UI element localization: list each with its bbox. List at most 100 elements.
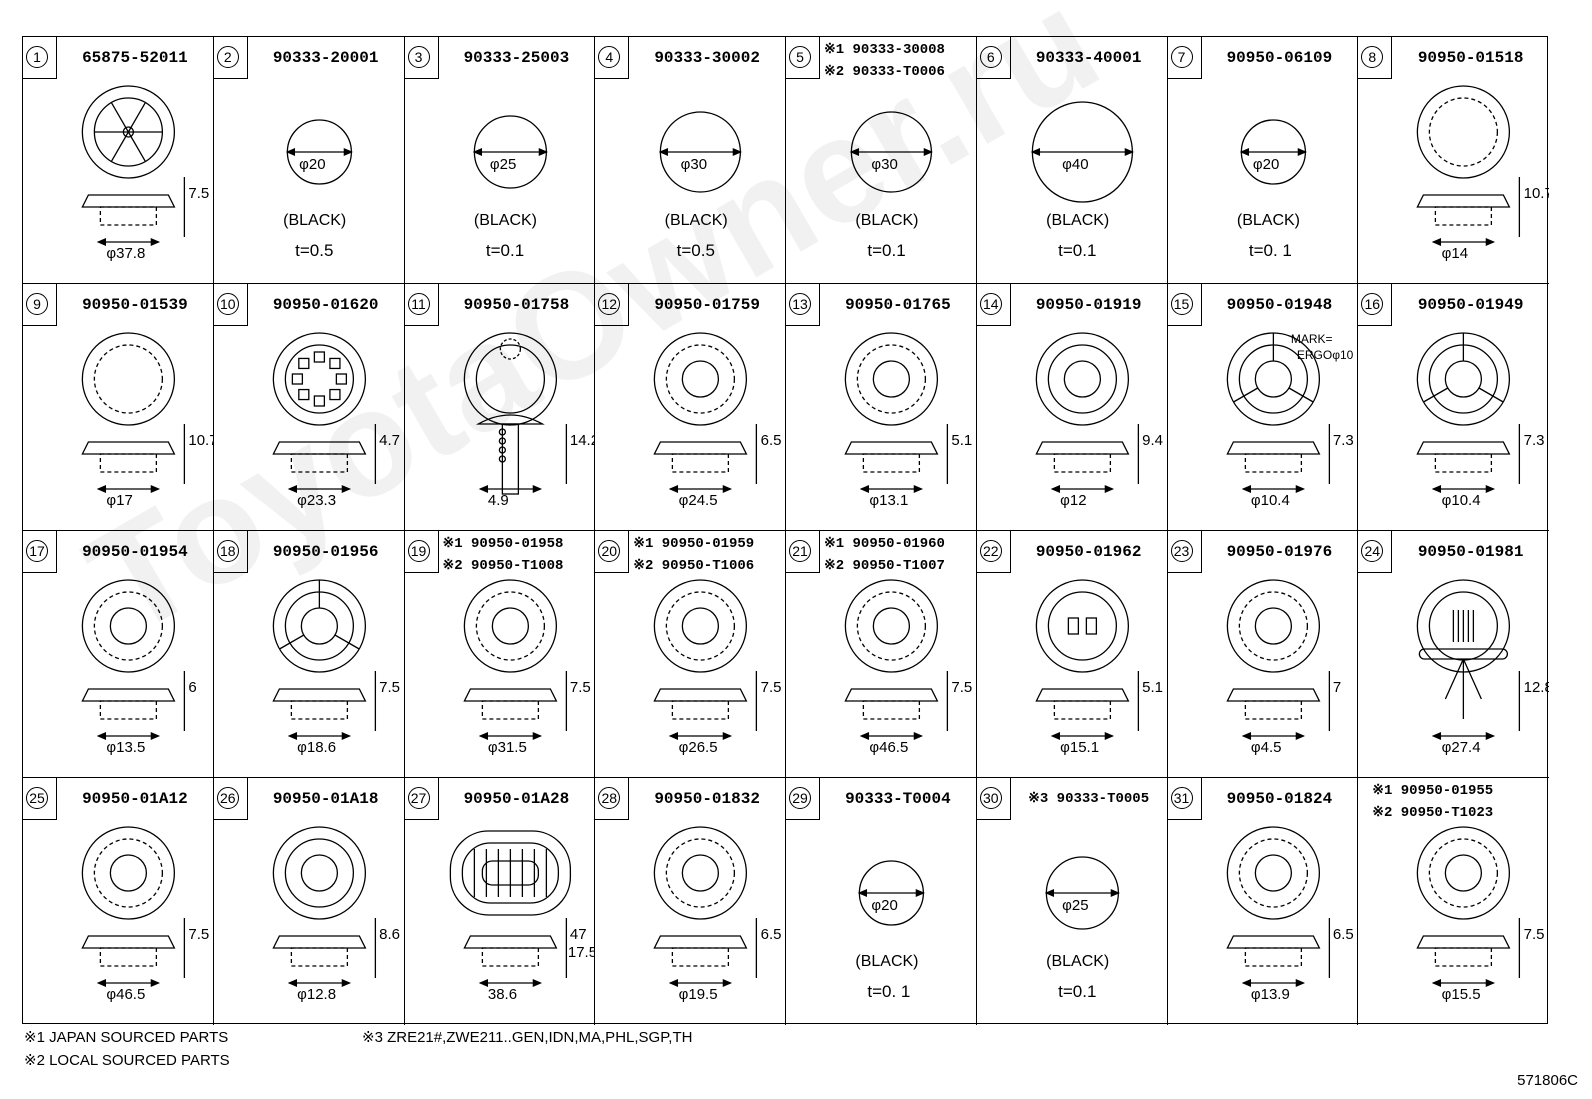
diameter-dimension: φ31.5 xyxy=(487,739,527,756)
mark-label: MARK= xyxy=(1290,332,1333,346)
height-dimension: 6.5 xyxy=(760,926,782,943)
part-drawing xyxy=(653,332,758,493)
part-index: 23 xyxy=(1170,540,1193,562)
part-number-box xyxy=(1358,284,1393,326)
part-number: ※1 90950-01958 xyxy=(442,536,564,552)
diameter-dimension: φ13.9 xyxy=(1250,986,1290,1003)
part-index: 21 xyxy=(789,540,811,562)
part-number: 90950-01981 xyxy=(1417,543,1524,561)
part-number-box xyxy=(595,37,630,79)
color-label: (BLACK) xyxy=(855,953,919,970)
part-index: 2 xyxy=(216,46,239,68)
diameter-label: φ20 xyxy=(299,156,326,173)
part-index: 10 xyxy=(216,293,239,315)
part-index: 27 xyxy=(407,787,430,809)
thickness-label: t=0.1 xyxy=(485,241,525,260)
height-dimension: 7.3 xyxy=(1332,432,1354,449)
part-drawing xyxy=(1225,332,1330,493)
diameter-dimension: φ37.8 xyxy=(106,245,146,262)
height-dimension: 47 xyxy=(569,926,587,943)
part-index: 11 xyxy=(407,293,430,315)
part-number-box xyxy=(976,531,1011,573)
thickness-label: t=0.5 xyxy=(295,241,334,260)
part-number: ※1 90950-01955 xyxy=(1372,783,1494,799)
part-drawing xyxy=(1416,85,1521,246)
diameter-label: φ20 xyxy=(1252,156,1280,173)
part-number-box xyxy=(595,284,630,326)
part-index: 20 xyxy=(598,540,621,562)
height-dimension: 7.5 xyxy=(188,926,210,943)
part-number-alt: ※2 90333-T0006 xyxy=(824,64,945,80)
diameter-label: φ20 xyxy=(871,897,898,914)
part-number-box xyxy=(786,531,820,573)
part-number-box xyxy=(786,284,820,326)
part-number: 90950-01824 xyxy=(1226,790,1333,808)
diameter-dimension: φ24.5 xyxy=(678,492,718,509)
part-drawing xyxy=(653,579,758,740)
note-local-sourced: ※2 LOCAL SOURCED PARTS xyxy=(24,1052,230,1069)
part-number: 90333-20001 xyxy=(272,49,379,67)
thickness-label: t=0.1 xyxy=(867,241,906,260)
part-number-box xyxy=(404,531,439,573)
diameter-dimension: φ10.4 xyxy=(1250,492,1290,509)
part-drawing xyxy=(1416,332,1521,493)
part-index: 14 xyxy=(979,293,1002,315)
diameter-dimension: φ12.8 xyxy=(297,986,337,1003)
part-index: 19 xyxy=(407,540,430,562)
part-index: 31 xyxy=(1170,787,1193,809)
part-index: 1 xyxy=(26,46,48,68)
part-number-box xyxy=(23,531,57,573)
part-index: 5 xyxy=(789,46,811,68)
part-number: 90950-01956 xyxy=(272,543,379,561)
part-number: 90950-01518 xyxy=(1417,49,1524,67)
height-dimension: 7 xyxy=(1332,679,1342,696)
thickness-label: t=0. 1 xyxy=(1248,241,1292,260)
part-index: 30 xyxy=(979,787,1002,809)
diameter-dimension: φ26.5 xyxy=(678,739,718,756)
part-index: 13 xyxy=(789,293,811,315)
height-dimension: 7.3 xyxy=(1523,432,1545,449)
part-number-box xyxy=(23,778,57,820)
part-number: 90950-01A12 xyxy=(82,790,188,808)
diameter-dimension: φ14 xyxy=(1441,245,1469,262)
height-dimension: 7.5 xyxy=(760,679,782,696)
height-dimension: 10.7 xyxy=(1523,185,1549,202)
color-label: (BLACK) xyxy=(473,212,537,229)
diameter-dimension: φ19.5 xyxy=(678,986,718,1003)
part-number-box xyxy=(1358,37,1393,79)
part-number: 90950-01620 xyxy=(272,296,379,314)
height-dimension: 8.6 xyxy=(379,926,400,943)
part-number-box xyxy=(23,37,57,79)
height-dimension: 7.5 xyxy=(951,679,973,696)
part-index: 16 xyxy=(1361,293,1384,315)
part-drawing xyxy=(285,119,353,185)
diameter-dimension: φ13.1 xyxy=(869,492,909,509)
part-number: 90950-01759 xyxy=(654,296,760,314)
diameter-dimension: φ4.5 xyxy=(1250,739,1282,756)
diameter-dimension: φ18.6 xyxy=(297,739,337,756)
part-number: 90950-01949 xyxy=(1417,296,1524,314)
part-drawing xyxy=(653,826,758,987)
diameter-dimension: φ23.3 xyxy=(297,492,337,509)
part-index: 24 xyxy=(1361,540,1384,562)
thickness-label: t=0. 1 xyxy=(867,982,911,1001)
diameter-dimension: φ17 xyxy=(106,492,133,509)
part-number-box xyxy=(404,284,439,326)
diameter-dimension: φ27.4 xyxy=(1441,739,1481,756)
part-drawing xyxy=(81,826,186,987)
height-dimension: 14.2 xyxy=(569,432,594,449)
part-index: 9 xyxy=(26,293,48,315)
